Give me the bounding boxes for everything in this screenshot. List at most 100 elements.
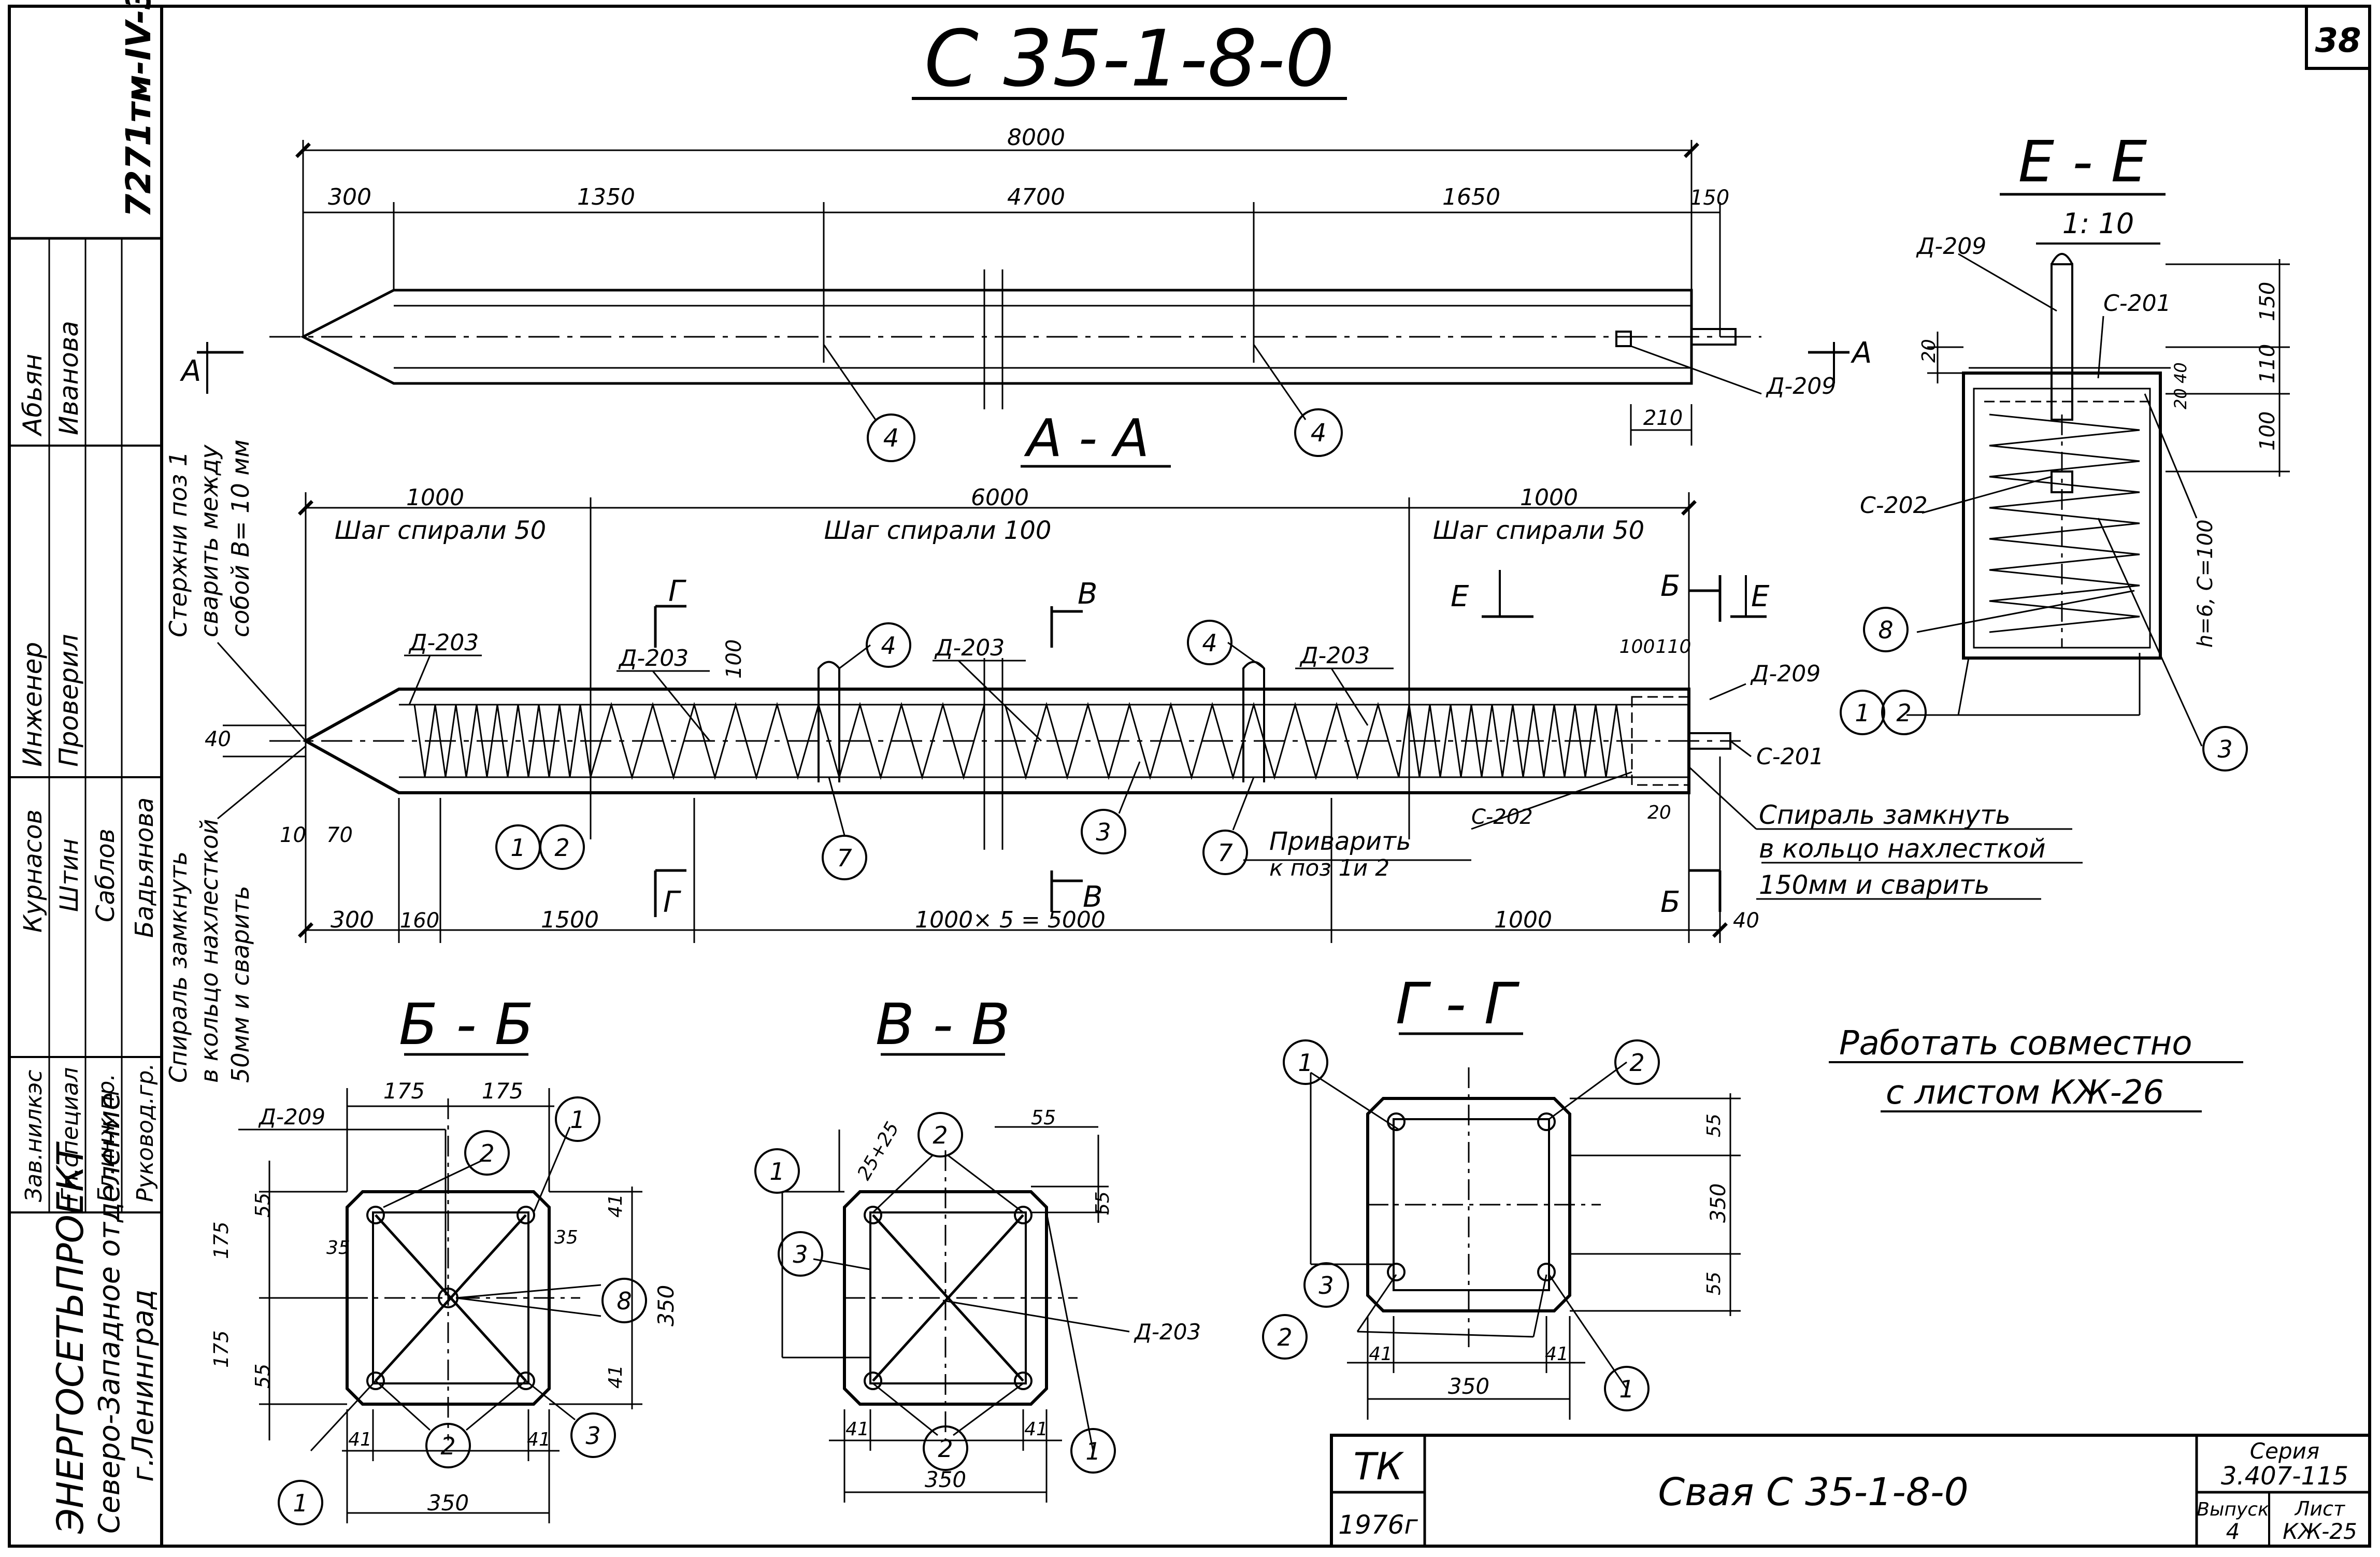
section-ee-title: Е - Е [2018, 128, 2147, 195]
ee-dim-hc: h=6, C=100 [2193, 519, 2217, 648]
archive-number: 7271тм-IV-38 [119, 0, 159, 218]
vv-pos1-left: 1 [769, 1158, 784, 1185]
bb-dim-41-right: 41 [527, 1429, 551, 1450]
bb-dim-35-left: 35 [326, 1237, 350, 1259]
aa-dim-40-left: 40 [205, 727, 231, 751]
bb-label-d209: Д-209 [258, 1104, 325, 1130]
ee-dim-20: 20 [1918, 339, 1940, 363]
aa-pos4-left: 4 [881, 632, 896, 660]
vv-dim-41-left: 41 [845, 1419, 869, 1440]
tb-series-value: 3.407-115 [2221, 1462, 2348, 1491]
ee-label-c201: С-201 [2103, 290, 2171, 317]
aa-dim-6000: 6000 [971, 484, 1029, 511]
aa-label-d203-b: Д-203 [618, 645, 689, 672]
section-bb-drawing [238, 1088, 647, 1525]
bb-dim-41-vert-bot: 41 [605, 1365, 626, 1389]
elev-pos4-left: 4 [883, 424, 899, 453]
aa-bottom-160: 160 [400, 909, 439, 933]
aa-label-d203-a: Д-203 [408, 630, 479, 656]
cut-label-b-top: Б [1660, 569, 1680, 603]
bb-pos8: 8 [616, 1287, 632, 1315]
aa-pitch-50-left: Шаг спирали 50 [335, 516, 546, 545]
section-aa-drawing [217, 492, 2083, 943]
ee-pos8: 8 [1878, 616, 1893, 644]
bb-pos2-bot: 2 [440, 1432, 455, 1460]
tb-issue-label: Выпуск [2197, 1499, 2269, 1520]
aa-weld-to: Приварить [1269, 827, 1411, 856]
aa-spiral-note-2: в кольцо нахлесткой [1759, 834, 2046, 864]
aa-spiral-note-3: 150мм и сварить [1759, 870, 1990, 900]
aa-pos4-right: 4 [1202, 629, 1217, 657]
aa-label-c202: С-202 [1471, 805, 1533, 829]
elev-label-d209: Д-209 [1766, 373, 1836, 399]
gg-pos2-bot: 2 [1277, 1323, 1292, 1351]
ee-dim-110: 110 [2256, 344, 2279, 383]
vv-pos2-bot: 2 [938, 1435, 953, 1463]
gg-pos2-top: 2 [1629, 1049, 1644, 1077]
gg-dim-350-vert: 350 [1707, 1183, 1730, 1223]
gg-pos3: 3 [1318, 1272, 1334, 1299]
aa-bottom-40: 40 [1733, 909, 1759, 933]
vv-dim-55-vert: 55 [1092, 1191, 1113, 1215]
aa-dim-70: 70 [326, 823, 353, 847]
stamp-name-1: Курнасов [19, 809, 48, 933]
elev-dim-1650: 1650 [1442, 184, 1500, 210]
vv-dim-25: 25+25 [853, 1119, 903, 1184]
org-line1: ЭНЕРГОСЕТЬПРОЕКТ [49, 1141, 92, 1534]
section-bb-title: Б - Б [399, 991, 534, 1058]
aa-pitch-50-right: Шаг спирали 50 [1433, 516, 1644, 545]
bb-dim-41-left: 41 [348, 1429, 372, 1450]
note-line-2: с листом КЖ-26 [1886, 1074, 2164, 1112]
pile-elevation [269, 140, 1762, 462]
sheet-number: 38 [2315, 22, 2361, 60]
stamp-name-3: Саблов [91, 829, 120, 922]
cut-label-e-left: Е [1451, 580, 1469, 613]
cut-label-e-right: Е [1751, 580, 1770, 613]
bb-dim-175-right: 175 [482, 1078, 523, 1104]
ee-dim-20b: 20 [2171, 388, 2190, 409]
aa-bottom-300: 300 [331, 907, 374, 933]
bb-dim-41-vert-top: 41 [605, 1194, 626, 1218]
role-specialist: Гл.специал [57, 1067, 83, 1202]
aa-bottom-1500: 1500 [541, 907, 599, 933]
gg-dim-41-right: 41 [1545, 1344, 1569, 1365]
role-dept-head: Зав.нилкэс [21, 1070, 47, 1203]
aa-dim-20: 20 [1647, 802, 1671, 823]
gg-dim-55-top: 55 [1703, 1113, 1725, 1137]
bb-dim-35-right: 35 [554, 1227, 578, 1248]
left-stamp [9, 237, 162, 1213]
vv-pos3: 3 [793, 1240, 808, 1268]
cut-label-v-bottom: В [1083, 880, 1102, 914]
bb-pos1-bot: 1 [293, 1489, 308, 1517]
tb-sheet-value: КЖ-25 [2283, 1519, 2357, 1544]
section-ee-drawing [1840, 253, 2290, 772]
ee-pos2: 2 [1896, 699, 1911, 727]
bb-dim-55-bot: 55 [251, 1364, 274, 1389]
bb-pos1-top: 1 [570, 1106, 585, 1134]
tb-sheet-label: Лист [2294, 1497, 2346, 1520]
ee-label-c202: С-202 [1860, 492, 1928, 519]
cut-label-b-bottom: Б [1660, 885, 1680, 919]
vv-pos1-bot: 1 [1085, 1437, 1100, 1465]
elev-cut-a-right: А [1851, 336, 1872, 370]
elev-pos4-right: 4 [1311, 419, 1327, 448]
bb-pos3: 3 [585, 1422, 600, 1450]
org-line3: г.Ленинград [126, 1290, 160, 1482]
bb-dim-350-vert: 350 [653, 1285, 679, 1326]
gg-dim-55-bot: 55 [1703, 1272, 1725, 1295]
aa-spiral-note-1: Спираль замкнуть [1759, 800, 2011, 830]
aa-label-c201: С-201 [1756, 744, 1824, 770]
vv-pos2-top: 2 [933, 1121, 948, 1149]
gg-pos1-top: 1 [1298, 1049, 1313, 1077]
aa-dim-1000-right: 1000 [1520, 484, 1578, 511]
role-engineer: Инженер [18, 642, 48, 767]
tb-issue-value: 4 [2226, 1519, 2240, 1544]
role-chief-engineer: Гл.инж.пр. [93, 1074, 120, 1202]
vv-label-d203: Д-203 [1134, 1319, 1201, 1345]
section-gg-title: Г - Г [1396, 970, 1520, 1037]
ee-dim-40: 40 [2171, 362, 2190, 383]
ee-label-d209: Д-209 [1916, 233, 1986, 260]
elev-dim-210: 210 [1643, 406, 1683, 430]
